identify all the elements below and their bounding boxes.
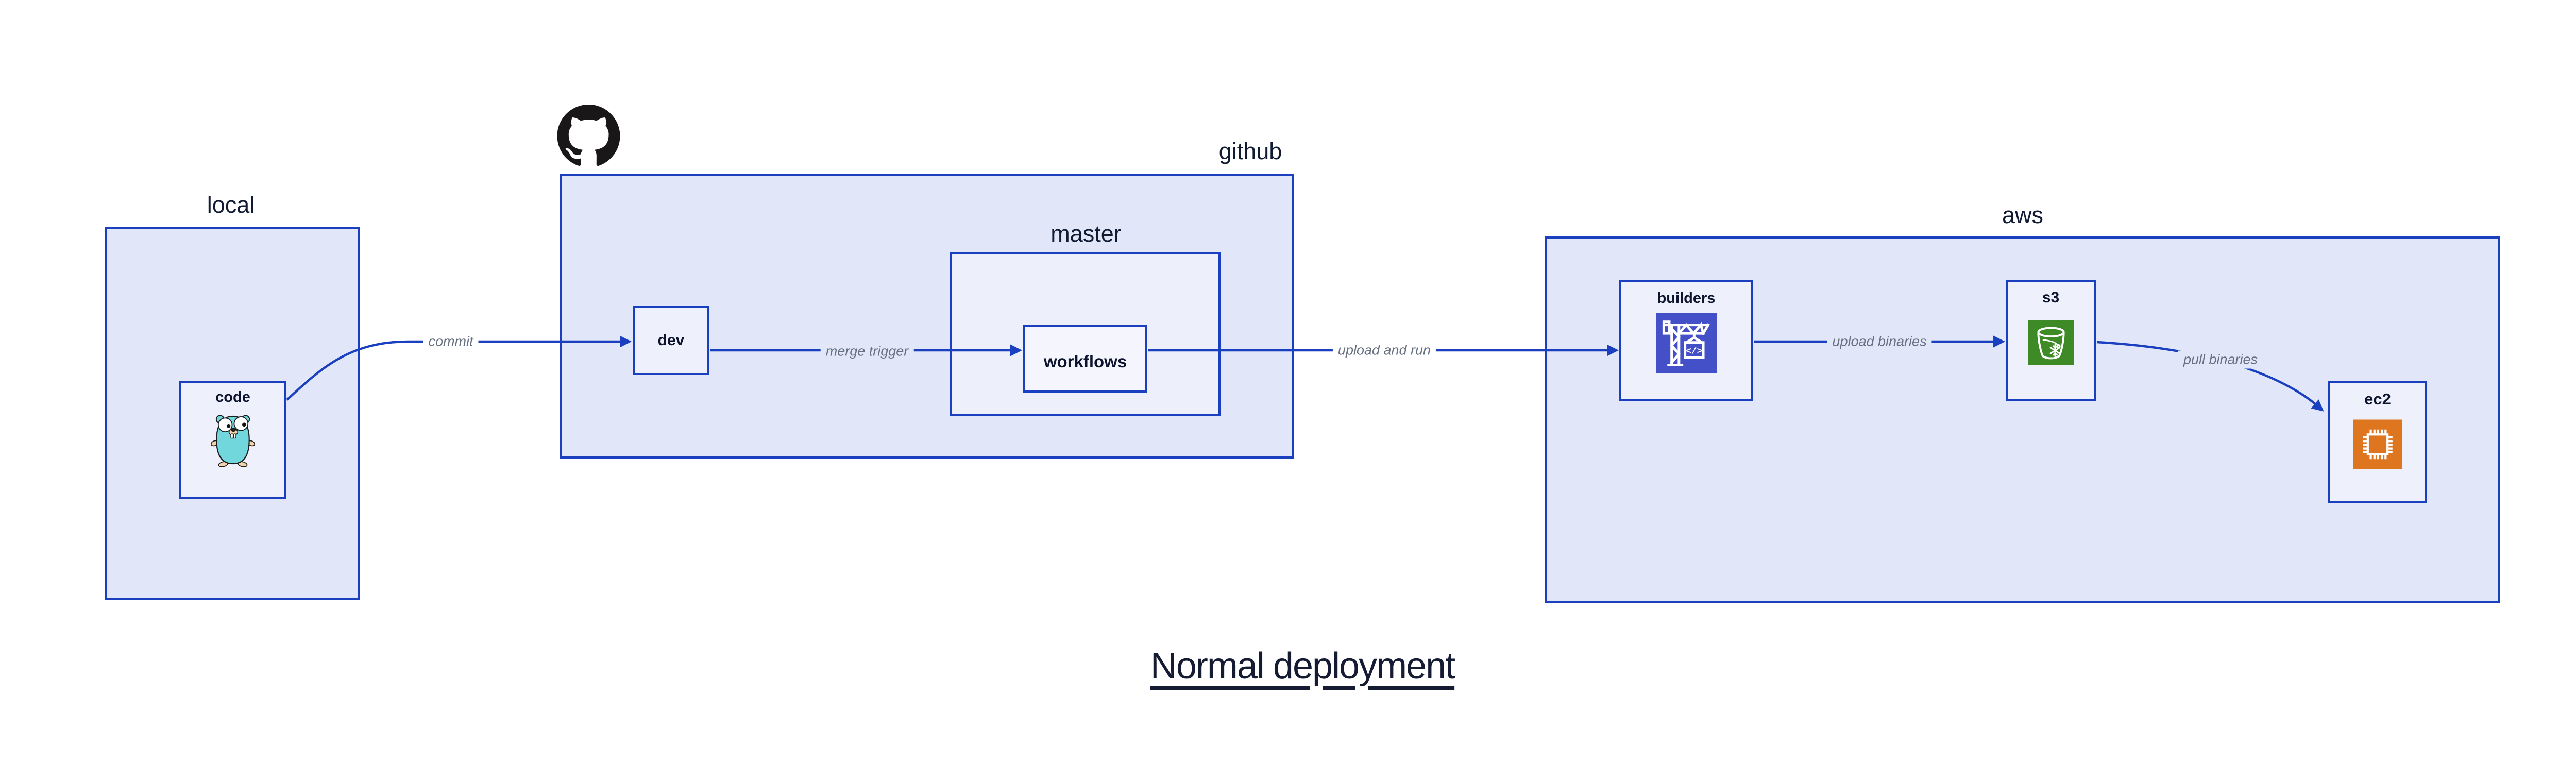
s3-bucket-icon (2028, 320, 2074, 365)
local-group-label: local (207, 192, 255, 218)
codebuild-crane-icon: </> (1656, 313, 1717, 373)
dev-node-label: dev (657, 332, 685, 349)
edge-label-pull-binaries: pull binaries (2178, 350, 2263, 369)
edge-label-merge-trigger: merge trigger (820, 342, 914, 361)
builders-code-glyph: </> (1686, 347, 1702, 357)
edge-label-upload-binaries: upload binaries (1827, 332, 1932, 351)
edge-commit-arrowhead (620, 335, 632, 348)
edge-label-upload-and-run: upload and run (1332, 341, 1436, 360)
workflows-node: workflows (1023, 325, 1147, 393)
ec2-node: ec2 (2328, 381, 2427, 503)
edge-upload-binaries-arrowhead (1993, 335, 2005, 348)
edge-pull-binaries-arrowhead (2311, 399, 2324, 412)
builders-node: builders </> (1619, 280, 1753, 401)
s3-node: s3 (2006, 280, 2096, 401)
edge-merge-trigger-arrowhead (1010, 344, 1022, 356)
s3-node-label: s3 (2042, 289, 2060, 306)
edge-label-commit: commit (423, 332, 479, 351)
code-node-label: code (215, 389, 250, 405)
diagram-title: Normal deployment (1150, 646, 1455, 687)
ec2-node-label: ec2 (2364, 390, 2391, 408)
ec2-chip-icon (2353, 419, 2402, 469)
dev-node: dev (633, 306, 709, 375)
github-octocat-icon (557, 105, 620, 166)
go-gopher-icon (210, 415, 256, 467)
edge-commit-line (286, 340, 620, 401)
master-group-label: master (1050, 220, 1122, 247)
aws-group-label: aws (2002, 202, 2044, 228)
workflows-node-label: workflows (1043, 351, 1127, 371)
code-node: code (179, 381, 286, 499)
edge-upload-and-run-arrowhead (1607, 344, 1619, 356)
github-group-label: github (1218, 138, 1282, 164)
builders-node-label: builders (1657, 290, 1716, 307)
